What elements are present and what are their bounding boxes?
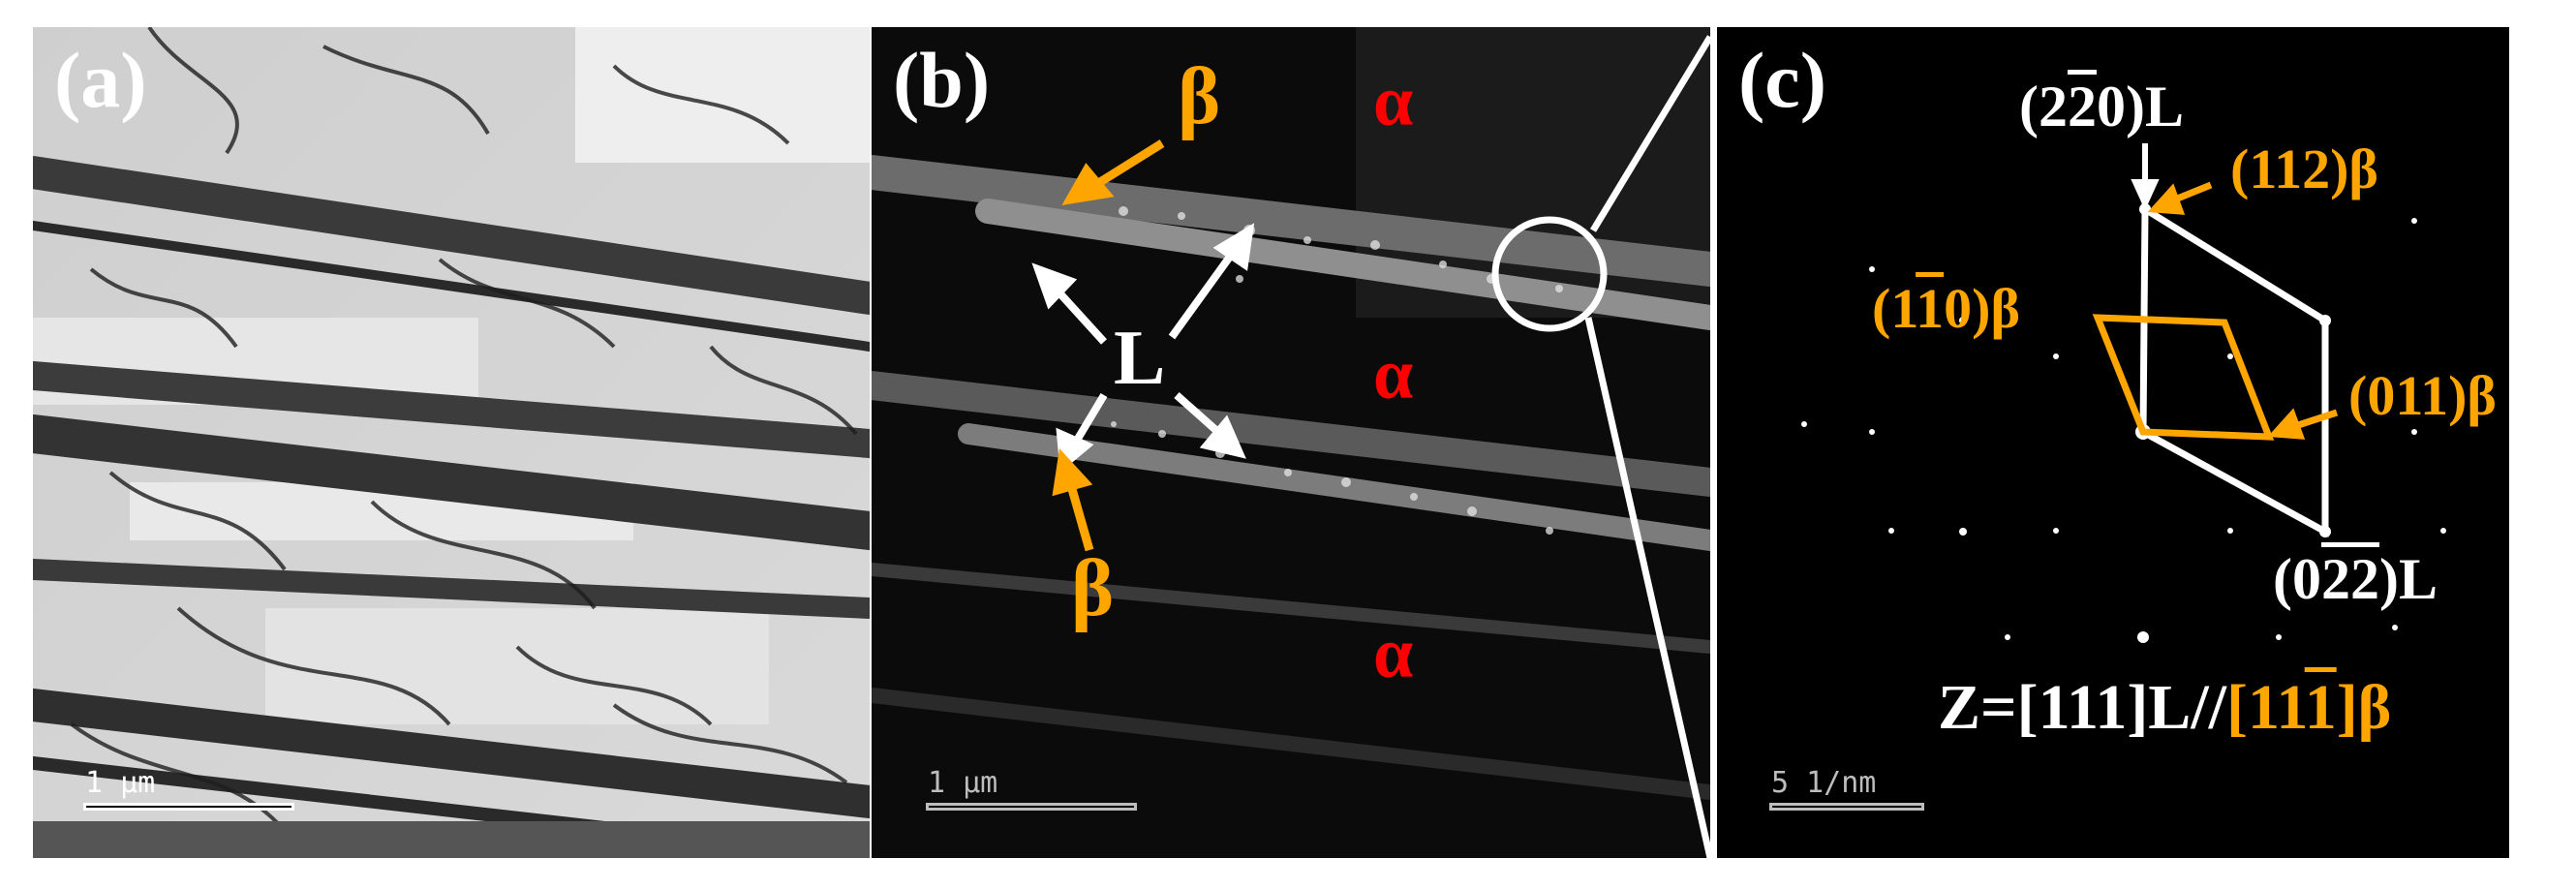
zone-axis-beta-close: ]β (2336, 672, 2392, 743)
index-0-2-2-l: (022)L (2273, 550, 2438, 608)
zone-axis-l: Z=[111]L// (1938, 672, 2226, 743)
panel-b-label: (b) (893, 36, 991, 124)
panel-c-label: (c) (1738, 36, 1827, 124)
panel-b-scale-bar (926, 803, 1137, 811)
index-1-1-0-close: 0)β (1944, 277, 2020, 340)
panel-b-dark-field-image: (b) β α L α β α 1 μm (872, 27, 1710, 858)
index-0-2-2-bar-digit-2: 2 (2349, 547, 2379, 611)
panel-a-bright-field-image: (a) 1 μm (33, 27, 870, 858)
index-1-1-0-beta: (110)β (1872, 281, 2020, 337)
beta-phase-label-bottom: β (1071, 543, 1115, 633)
dark-field-micrograph (872, 27, 1710, 858)
region-marker-circle (1491, 216, 1608, 332)
index-1-1-2-beta: (112)β (2230, 138, 2378, 200)
index-0-1-1-beta: (011)β (2348, 364, 2497, 427)
panel-b-scale-label: 1 μm (928, 766, 998, 800)
panel-c-diffraction-pattern: (c) (220)L (112)β (110)β (011)β (022)L Z… (1717, 27, 2509, 858)
index-1-1-0-bar-digit: 1 (1916, 277, 1945, 340)
panel-a-label: (a) (54, 36, 147, 124)
beta-phase-label-top: β (1178, 51, 1221, 141)
panel-a-scale-label: 1 μm (85, 766, 156, 800)
index-0-2-2-bar-digit-1: 2 (2320, 547, 2350, 611)
index-0-2-2-open: (0 (2273, 547, 2321, 611)
alpha-phase-label-middle: α (1373, 335, 1414, 414)
zone-axis-label: Z=[111]L//[111]β (1938, 676, 2391, 740)
panel-c-scale-label: 5 1/nm (1771, 766, 1877, 800)
alpha-phase-label-bottom: α (1373, 614, 1414, 693)
index-2-2-0-bar-digit: 2 (2067, 75, 2097, 138)
l-unit-cell-outline (2139, 202, 2329, 537)
zone-axis-beta-open: [11 (2226, 672, 2305, 743)
diffraction-pattern-image (1717, 27, 2509, 858)
index-1-1-0-open: (1 (1872, 277, 1917, 340)
l-phase-label: L (1114, 316, 1166, 401)
zone-axis-beta-bar-digit: 1 (2304, 672, 2337, 743)
index-2-2-0-l: (220)L (2019, 77, 2184, 136)
alpha-phase-label-top: α (1373, 62, 1414, 141)
panel-a-scale-bar (83, 803, 294, 811)
panel-c-scale-bar (1769, 803, 1924, 811)
index-2-2-0-open: (2 (2019, 75, 2068, 138)
bright-field-micrograph (33, 27, 870, 858)
index-0-2-2-close: )L (2378, 547, 2438, 611)
index-2-2-0-close: 0)L (2096, 75, 2184, 138)
